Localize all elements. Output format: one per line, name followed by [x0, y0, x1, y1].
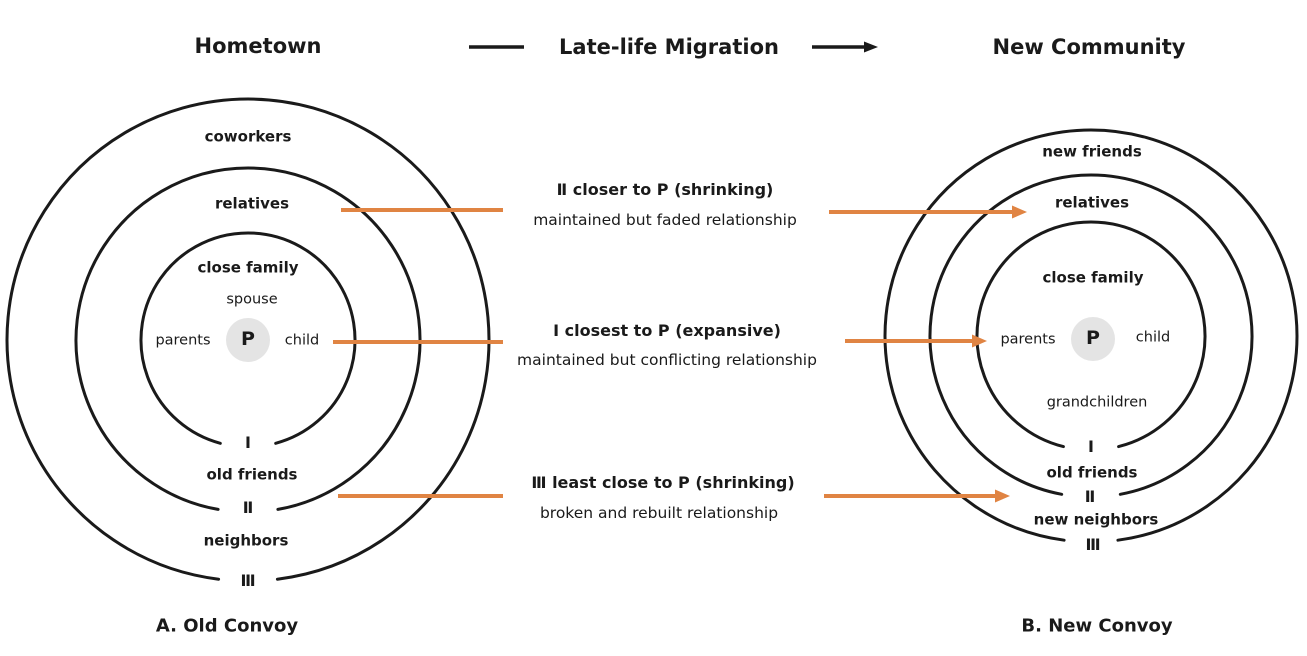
old-inner-numeral: Ⅰ — [245, 432, 251, 452]
migration-arrow-icon — [864, 41, 878, 53]
migration-title: Late-life Migration — [559, 34, 779, 59]
new-middle-top-label: relatives — [1054, 193, 1130, 212]
old-parents-label: parents — [155, 332, 211, 349]
new-child-label: child — [1135, 329, 1171, 346]
old-environment-title: Hometown — [194, 33, 322, 58]
old-convoy-caption: A. Old Convoy — [155, 615, 299, 637]
annotation-ring2-title: Ⅱ closer to P (shrinking) — [556, 179, 774, 199]
annotation-ring1-subtitle: maintained but conflicting relationship — [517, 351, 817, 370]
old-middle-top-label: relatives — [214, 194, 290, 213]
annotation-ring2-subtitle: maintained but faded relationship — [533, 211, 797, 230]
new-parents-label: parents — [1000, 331, 1056, 348]
new-outer-top-label: new friends — [1042, 142, 1142, 161]
new-convoy-outer-ring — [883, 128, 1299, 542]
old-convoy-middle-ring — [74, 166, 422, 511]
old-outer-top-label: coworkers — [204, 127, 292, 146]
new-person-label: P — [1086, 327, 1100, 350]
annotation-ring1-title: Ⅰ closest to P (expansive) — [553, 320, 781, 340]
new-outer-numeral: Ⅲ — [1085, 534, 1101, 554]
flow-arrow-ring3-icon — [995, 489, 1010, 503]
old-middle-bottom-label: old friends — [206, 465, 298, 484]
old-outer-bottom-label: neighbors — [203, 531, 289, 550]
old-outer-numeral: Ⅲ — [240, 570, 256, 590]
new-environment-title: New Community — [992, 34, 1186, 59]
old-spouse-label: spouse — [226, 291, 278, 308]
new-inner-numeral: Ⅰ — [1088, 436, 1094, 456]
new-grandchildren-label: grandchildren — [1046, 394, 1148, 411]
new-convoy-person-circle — [1071, 317, 1115, 361]
new-convoy-middle-ring — [928, 173, 1254, 496]
old-middle-numeral: Ⅱ — [242, 497, 254, 517]
old-convoy-outer-ring — [5, 97, 491, 581]
new-convoy-inner-ring — [975, 220, 1207, 449]
annotation-ring3-subtitle: broken and rebuilt relationship — [539, 504, 779, 523]
flow-arrow-ring1-icon — [972, 334, 987, 348]
old-child-label: child — [284, 332, 320, 349]
new-inner-top-label: close family — [1042, 268, 1144, 287]
new-outer-bottom-label: new neighbors — [1033, 510, 1159, 529]
old-inner-top-label: close family — [197, 258, 299, 277]
annotation-ring3-title: Ⅲ least close to P (shrinking) — [531, 472, 795, 492]
new-middle-bottom-label: old friends — [1046, 463, 1138, 482]
old-person-label: P — [241, 328, 255, 351]
flow-arrow-ring2-icon — [1012, 205, 1027, 219]
old-convoy-person-circle — [226, 318, 270, 362]
old-convoy-inner-ring — [139, 231, 357, 445]
new-middle-numeral: Ⅱ — [1084, 486, 1096, 506]
new-convoy-caption: B. New Convoy — [1021, 615, 1173, 637]
